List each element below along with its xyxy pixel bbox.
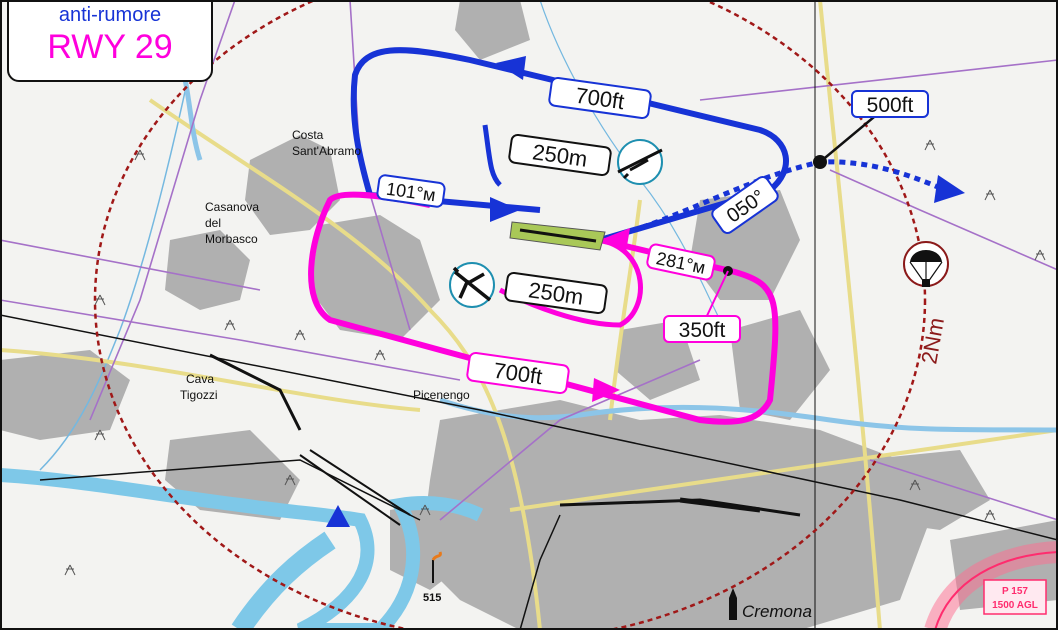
north-base-leg — [482, 124, 502, 187]
departure-altitude-tag: 500ft — [851, 90, 929, 118]
departure-leader — [819, 111, 881, 163]
town-cava-line1: Cava — [186, 372, 214, 386]
north-altitude-tag: 700ft — [548, 76, 652, 120]
town-labels: Costa Sant'Abramo Casanova del Morbasco … — [180, 128, 470, 402]
south-arrowhead-downwind — [592, 378, 620, 402]
south-distance-tag: 250m — [504, 271, 608, 315]
north-distance-tag: 250m — [508, 133, 612, 177]
north-heading-tag: 101°м — [376, 174, 446, 208]
town-casanova-line3: Morbasco — [205, 232, 258, 246]
radius-label: 2Nm — [916, 316, 949, 366]
north-circuit-path — [350, 47, 789, 243]
restricted-area-id: P 157 — [1002, 586, 1028, 597]
turn-leader — [704, 270, 729, 321]
legend-box: anti-rumore RWY 29 — [7, 0, 213, 82]
runway-centerline — [519, 228, 597, 243]
legend-title: RWY 29 — [47, 28, 173, 66]
town-cremona: Cremona — [742, 602, 812, 621]
obstacle-icon — [431, 551, 442, 583]
north-arrowhead-downwind — [496, 56, 526, 80]
pylon-icons — [64, 139, 1046, 576]
parachute-icon — [903, 241, 949, 287]
canal-west — [39, 19, 201, 471]
town-casanova-line2: del — [205, 216, 221, 230]
town-cava-line2: Tigozzi — [180, 388, 218, 402]
town-picenengo: Picenengo — [413, 388, 470, 402]
south-circuit-path — [308, 191, 779, 425]
glider-icon — [617, 139, 663, 185]
legend-subtitle: anti-rumore — [58, 4, 162, 26]
turn-altitude-label: 350ft — [679, 319, 726, 342]
departure-altitude-label: 500ft — [867, 94, 914, 117]
river-branch — [231, 531, 336, 630]
south-inner-path — [498, 237, 643, 328]
departure-track — [599, 159, 946, 243]
river — [0, 468, 484, 630]
aircraft-icon — [449, 262, 495, 308]
town-casanova-line1: Casanova — [205, 200, 259, 214]
power-lines — [0, 0, 1058, 521]
restricted-area: P 157 1500 AGL — [924, 541, 1058, 630]
radius-circle — [93, 0, 927, 630]
turn-altitude-tag: 350ft — [663, 315, 741, 343]
obstacle-label: 515 — [423, 592, 441, 604]
departure-point — [813, 155, 827, 169]
airfield-triangle-icon — [326, 505, 350, 527]
town-costa-line2: Sant'Abramo — [292, 144, 361, 158]
departure-arrowhead — [934, 175, 965, 203]
restricted-area-altitude: 1500 AGL — [992, 600, 1038, 611]
church-icon — [729, 588, 737, 620]
north-arrowhead-final — [490, 197, 520, 222]
south-arrowhead-final — [600, 228, 630, 252]
town-costa-line1: Costa — [292, 128, 324, 142]
south-altitude-tag: 700ft — [466, 351, 570, 395]
